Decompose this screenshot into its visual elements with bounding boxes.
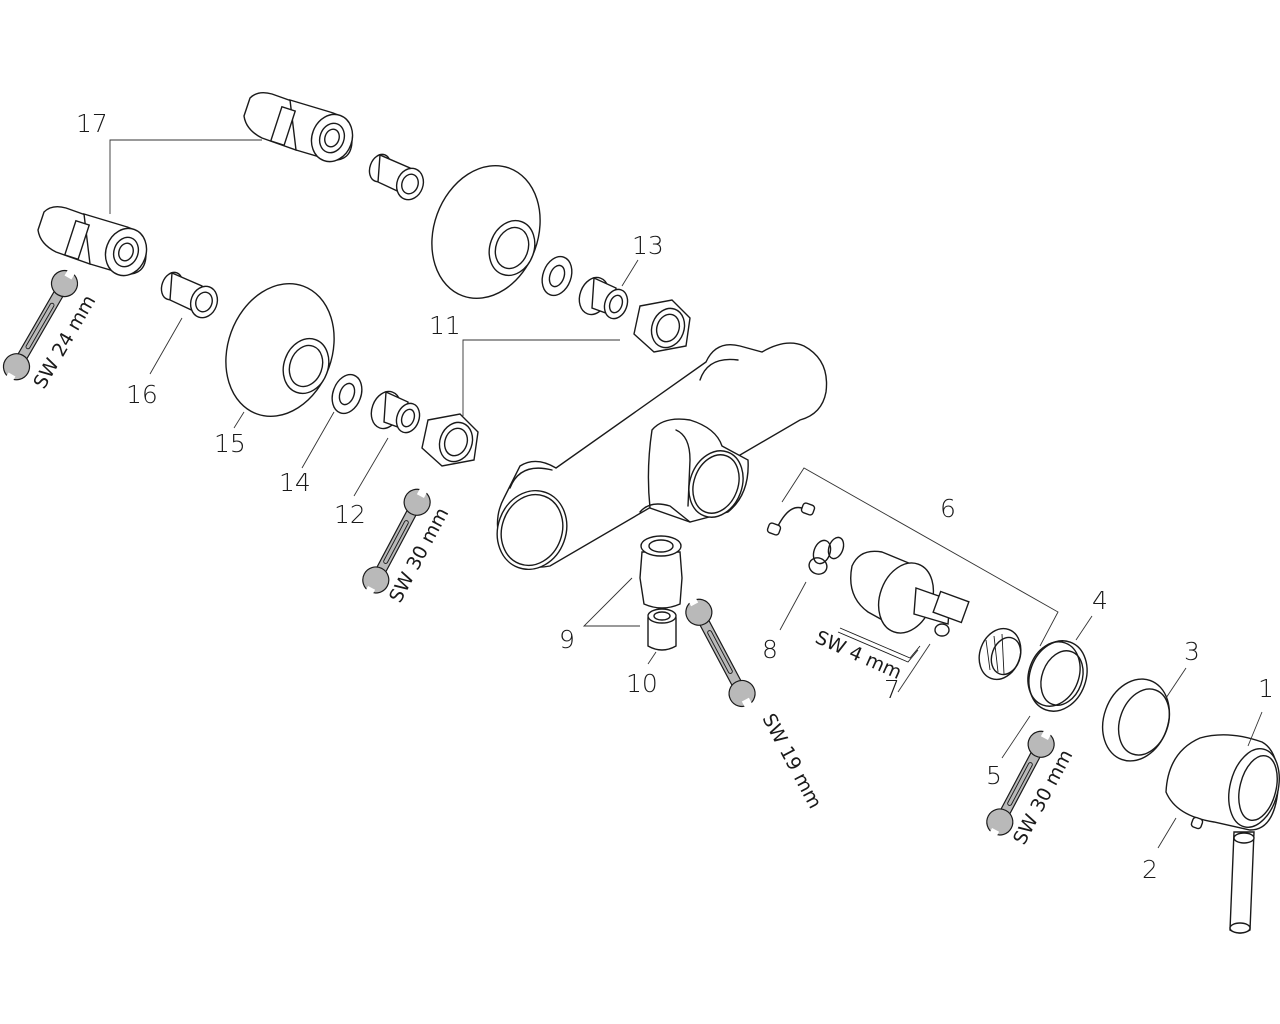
part-9-adapter: [639, 535, 683, 609]
tool-label-sw4: SW 4 mm: [812, 626, 905, 684]
part-11-lower-nut: [421, 413, 479, 467]
part-label-5: 5: [986, 761, 1002, 790]
part-label-13: 13: [632, 231, 664, 260]
allen-key-sw4: [837, 627, 921, 663]
part-label-9: 9: [559, 625, 575, 654]
part-8-clip: [766, 502, 816, 536]
part-10-insert: [647, 608, 677, 651]
wrench-sw19: [685, 591, 756, 713]
part-7-leader: [897, 643, 931, 693]
wrench-sw30-right: [986, 725, 1055, 843]
tool-label-sw19: SW 19 mm: [758, 710, 826, 812]
part-4-leader: [1075, 615, 1093, 641]
part-12-fitting: [370, 390, 421, 434]
part-2-leader: [1157, 817, 1177, 849]
part-label-14: 14: [279, 468, 311, 497]
part-7-cartridge: [850, 550, 970, 637]
part-14-leader: [301, 411, 335, 469]
part-5-leader: [1001, 715, 1031, 759]
part-17-lower-connector: [37, 205, 148, 277]
part-10-leader: [647, 651, 657, 665]
part-label-17: 17: [76, 109, 108, 138]
part-label-7: 7: [884, 675, 900, 704]
part-label-11: 11: [429, 311, 461, 340]
part-5-nut: [978, 627, 1022, 681]
part-9-leader: [582, 577, 640, 627]
part-17-upper-connector: [243, 91, 354, 163]
tool-label-sw24: SW 24 mm: [29, 291, 100, 392]
part-label-12: 12: [334, 500, 366, 529]
part-label-10: 10: [626, 669, 658, 698]
part-label-16: 16: [126, 380, 158, 409]
part-15-lower-rosette: [225, 282, 335, 418]
part-1-lever-handle: [1165, 734, 1280, 934]
part-3-cover-ring: [1101, 678, 1171, 762]
part-3-leader: [1165, 667, 1187, 699]
part-label-4: 4: [1092, 586, 1108, 615]
part-13-leader: [621, 259, 639, 287]
part-8-orings: [808, 536, 845, 575]
part-6-bracket: [781, 467, 1059, 647]
part-11-leader: [462, 339, 620, 416]
part-16-lower-nipple: [160, 271, 219, 319]
part-2-grub-screw: [1190, 816, 1204, 830]
part-15-upper-rosette: [431, 164, 541, 300]
part-14-upper-washer: [541, 255, 573, 297]
valve-body: [496, 342, 828, 571]
part-14-lower-washer: [331, 373, 363, 415]
part-label-3: 3: [1184, 637, 1200, 666]
part-4-sleeve: [1027, 640, 1088, 712]
part-label-8: 8: [762, 635, 778, 664]
part-label-1: 1: [1258, 674, 1274, 703]
part-11-upper-nut: [633, 299, 691, 353]
wrench-sw24: [2, 265, 79, 387]
part-17-leader: [109, 139, 262, 214]
part-1-leader: [1247, 711, 1263, 747]
part-label-2: 2: [1142, 855, 1158, 884]
part-8-leader: [779, 581, 807, 631]
part-15-leader: [233, 411, 245, 429]
part-16-leader: [149, 317, 183, 375]
part-label-15: 15: [214, 429, 246, 458]
part-16-upper-nipple: [368, 153, 425, 201]
part-12-leader: [353, 437, 389, 497]
wrench-sw30-left: [362, 483, 431, 601]
part-label-6: 6: [940, 494, 956, 523]
part-13-fitting: [578, 276, 629, 320]
